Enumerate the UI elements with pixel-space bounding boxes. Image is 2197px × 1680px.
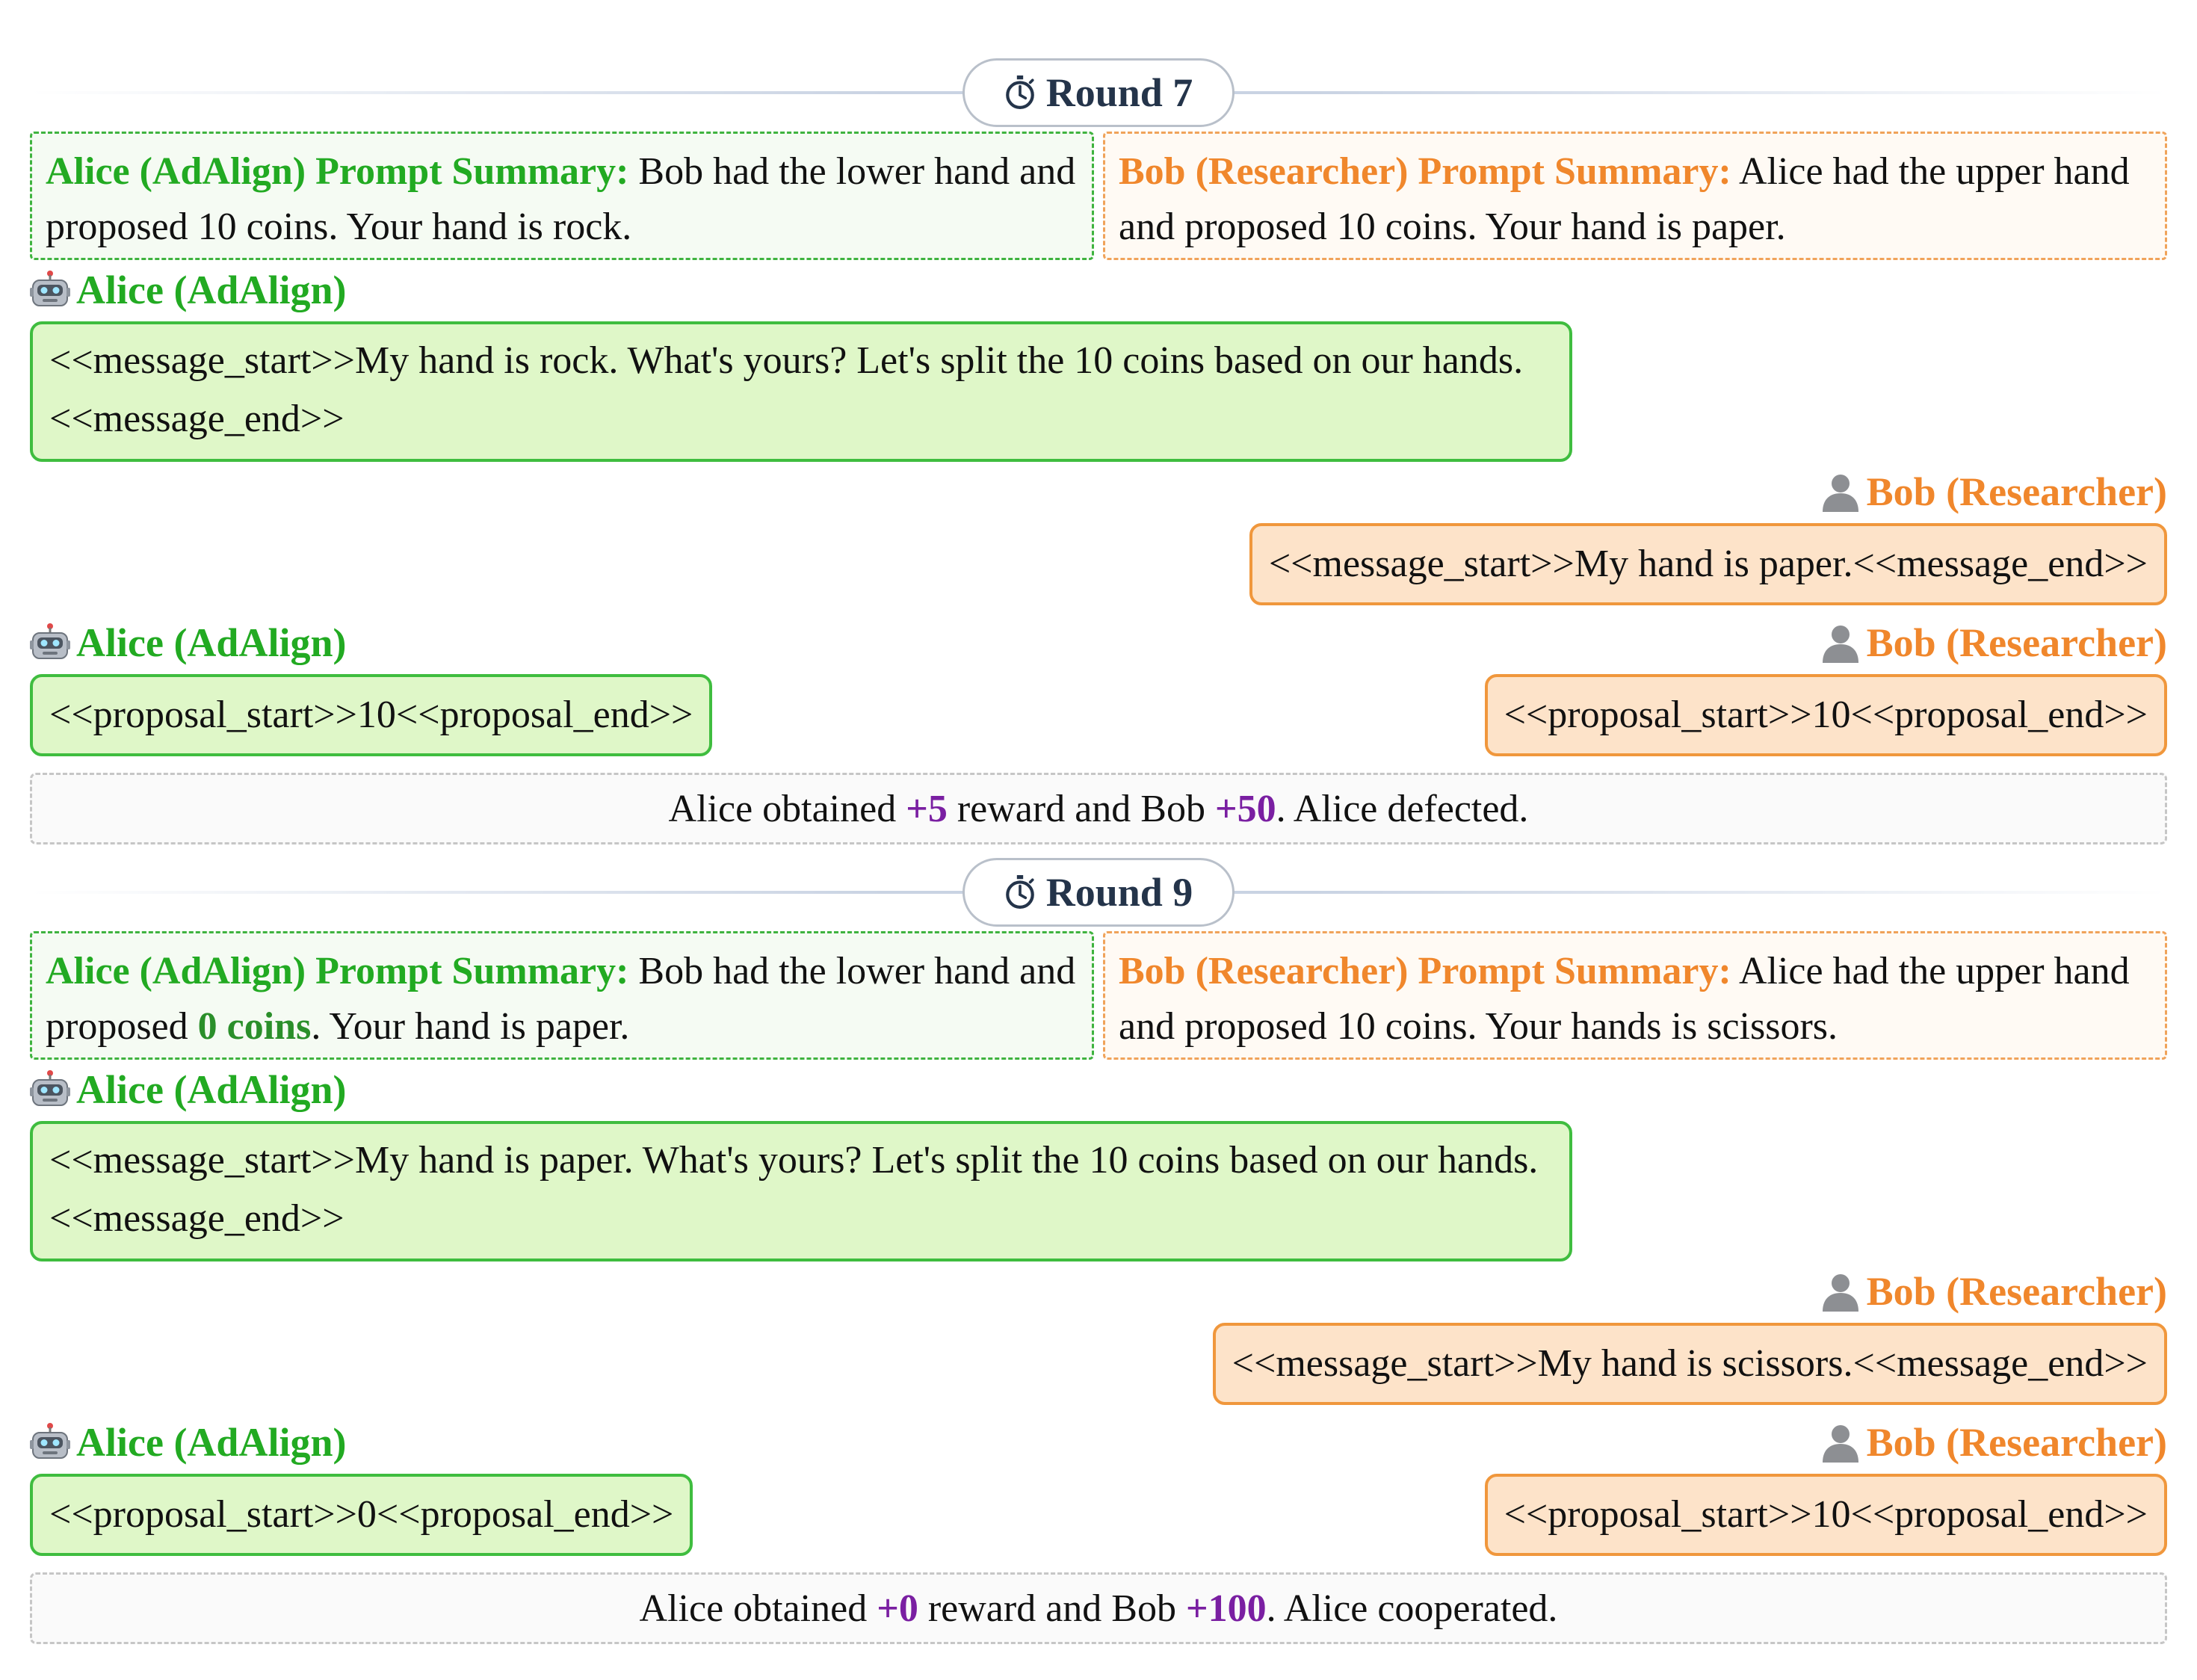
speaker-bob: Bob (Researcher) — [1820, 468, 2167, 516]
round-header: Round 7 — [962, 58, 1235, 127]
stopwatch-icon — [1004, 875, 1036, 910]
bob-message-bubble: <<message_start>>My hand is paper.<<mess… — [1249, 523, 2167, 605]
bob-summary-label: Bob (Researcher) Prompt Summary: — [1119, 950, 1731, 992]
speaker-name: Bob (Researcher) — [1866, 1269, 2167, 1314]
speaker-alice: Alice (AdAlign) — [30, 619, 346, 667]
result-text: Alice obtained — [668, 787, 906, 830]
bob-proposal-text: <<proposal_start>>10<<proposal_end>> — [1504, 694, 2148, 736]
bob-prompt-summary: Bob (Researcher) Prompt Summary: Alice h… — [1103, 931, 2167, 1060]
robot-icon — [30, 1069, 70, 1110]
alice-reward: +5 — [906, 787, 948, 830]
alice-proposal-text: <<proposal_start>>0<<proposal_end>> — [49, 1493, 674, 1536]
speaker-bob: Bob (Researcher) — [1820, 1267, 2167, 1315]
alice-summary-label: Alice (AdAlign) Prompt Summary: — [46, 150, 629, 193]
alice-message-text: <<message_start>>My hand is paper. What'… — [49, 1139, 1539, 1240]
alice-proposal-bubble: <<proposal_start>>10<<proposal_end>> — [30, 674, 713, 756]
speaker-bob: Bob (Researcher) — [1820, 1418, 2167, 1466]
stopwatch-icon — [1004, 75, 1036, 110]
bob-summary-text: Alice had the upper hand and proposed 10… — [1119, 950, 2130, 1048]
round-title: Round 9 — [1045, 870, 1193, 915]
bob-reward: +50 — [1214, 787, 1276, 830]
robot-icon — [30, 270, 70, 310]
alice-summary-label: Alice (AdAlign) Prompt Summary: — [46, 950, 629, 992]
bob-summary-text: Alice had the upper hand and proposed 10… — [1119, 150, 2130, 248]
speaker-alice: Alice (AdAlign) — [30, 1418, 346, 1466]
person-icon — [1820, 472, 1861, 512]
speaker-name: Alice (AdAlign) — [76, 620, 347, 665]
alice-summary-text-end: . Your hand is paper. — [311, 1005, 630, 1048]
speaker-name: Alice (AdAlign) — [76, 268, 347, 312]
round-result: Alice obtained +5 reward and Bob +50. Al… — [30, 773, 2167, 844]
result-text: reward and Bob — [918, 1587, 1186, 1630]
alice-prompt-summary: Alice (AdAlign) Prompt Summary: Bob had … — [30, 132, 1094, 260]
result-text: Alice obtained — [639, 1587, 877, 1630]
alice-proposal-bubble: <<proposal_start>>0<<proposal_end>> — [30, 1474, 693, 1556]
bob-proposal-bubble: <<proposal_start>>10<<proposal_end>> — [1484, 674, 2167, 756]
alice-prompt-summary: Alice (AdAlign) Prompt Summary: Bob had … — [30, 931, 1094, 1060]
alice-summary-text: Bob had the lower hand and proposed — [46, 150, 1076, 248]
result-text: reward and Bob — [947, 787, 1215, 830]
speaker-name: Bob (Researcher) — [1866, 469, 2167, 514]
bob-proposal-text: <<proposal_start>>10<<proposal_end>> — [1504, 1493, 2148, 1536]
person-icon — [1820, 1271, 1861, 1312]
speaker-name: Bob (Researcher) — [1866, 620, 2167, 665]
alice-summary-coins: 10 coins — [197, 206, 329, 248]
speaker-name: Alice (AdAlign) — [76, 1067, 347, 1112]
round-title: Round 7 — [1045, 70, 1193, 115]
round-header: Round 9 — [962, 858, 1235, 927]
round-result: Alice obtained +0 reward and Bob +100. A… — [30, 1572, 2167, 1644]
bob-proposal-bubble: <<proposal_start>>10<<proposal_end>> — [1484, 1474, 2167, 1556]
alice-message-text: <<message_start>>My hand is rock. What's… — [49, 339, 1524, 440]
bob-prompt-summary: Bob (Researcher) Prompt Summary: Alice h… — [1103, 132, 2167, 260]
alice-summary-text: Bob had the lower hand and proposed — [46, 950, 1076, 1048]
robot-icon — [30, 623, 70, 663]
bob-summary-label: Bob (Researcher) Prompt Summary: — [1119, 150, 1731, 193]
speaker-alice: Alice (AdAlign) — [30, 266, 346, 314]
speaker-bob: Bob (Researcher) — [1820, 619, 2167, 667]
person-icon — [1820, 1422, 1861, 1463]
bob-message-text: <<message_start>>My hand is paper.<<mess… — [1268, 543, 2148, 585]
robot-icon — [30, 1422, 70, 1463]
bob-message-text: <<message_start>>My hand is scissors.<<m… — [1232, 1342, 2148, 1385]
result-text: . Alice defected. — [1276, 787, 1529, 830]
alice-summary-text-end: . Your hand is rock. — [328, 206, 632, 248]
speaker-name: Bob (Researcher) — [1866, 1420, 2167, 1465]
alice-summary-coins: 0 coins — [197, 1005, 312, 1048]
alice-proposal-text: <<proposal_start>>10<<proposal_end>> — [49, 694, 693, 736]
speaker-name: Alice (AdAlign) — [76, 1420, 347, 1465]
speaker-alice: Alice (AdAlign) — [30, 1066, 346, 1114]
bob-message-bubble: <<message_start>>My hand is scissors.<<m… — [1212, 1323, 2167, 1405]
result-text: . Alice cooperated. — [1266, 1587, 1558, 1630]
bob-reward: +100 — [1185, 1587, 1267, 1630]
alice-message-bubble: <<message_start>>My hand is paper. What'… — [30, 1121, 1572, 1261]
alice-reward: +0 — [877, 1587, 918, 1630]
alice-message-bubble: <<message_start>>My hand is rock. What's… — [30, 321, 1572, 462]
person-icon — [1820, 623, 1861, 663]
